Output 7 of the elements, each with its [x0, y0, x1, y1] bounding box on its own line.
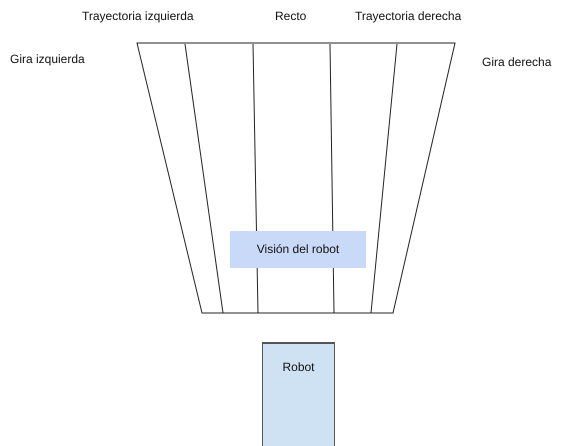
zone-label: Gira izquierda	[10, 52, 85, 66]
zone-label: Trayectoria derecha	[355, 9, 462, 23]
zone-label: Gira derecha	[482, 55, 552, 69]
zone-label: Trayectoria izquierda	[82, 9, 194, 23]
zone-label: Recto	[275, 9, 306, 23]
robot-box: Robot	[262, 342, 335, 446]
vision-label-box: Visión del robot	[230, 231, 366, 268]
